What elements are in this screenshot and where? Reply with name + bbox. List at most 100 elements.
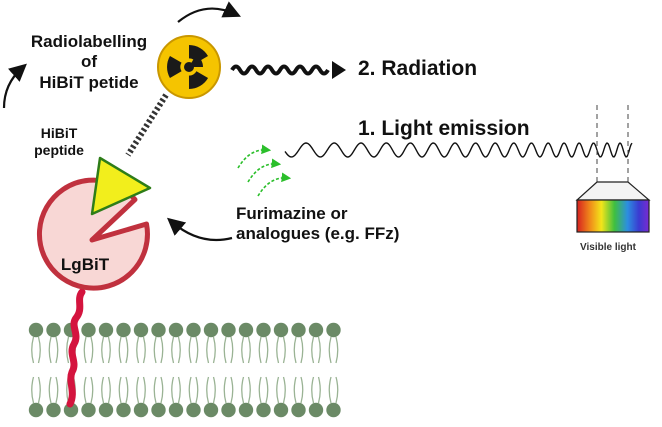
lipid-head bbox=[116, 402, 131, 418]
radiolabelling-line3: HiBiT petide bbox=[39, 72, 139, 92]
lipid-tail bbox=[160, 336, 164, 364]
lipid-head bbox=[256, 322, 271, 338]
lipid-head bbox=[28, 402, 44, 418]
lipid-head bbox=[291, 402, 306, 418]
lipid-head bbox=[63, 402, 79, 418]
lipid-tail bbox=[300, 336, 304, 364]
lipid-head bbox=[133, 402, 149, 418]
lipid-tail bbox=[258, 376, 262, 404]
lipid-head bbox=[203, 322, 219, 338]
light-emission-label: 1. Light emission bbox=[358, 117, 530, 140]
radiation-wave bbox=[230, 64, 330, 76]
arrow-left bbox=[2, 63, 27, 109]
lipid-tail bbox=[265, 336, 269, 364]
lipid-tail bbox=[258, 336, 262, 364]
lipid-tail bbox=[160, 376, 164, 404]
lipid-head bbox=[238, 322, 254, 338]
lipid-head bbox=[326, 322, 341, 338]
lipid-tail bbox=[206, 376, 210, 404]
lipid-tail bbox=[136, 336, 140, 364]
lipid-tail bbox=[177, 376, 181, 404]
lipid-tail bbox=[317, 376, 321, 404]
lipid-tail bbox=[276, 336, 280, 364]
lipid-tail bbox=[153, 336, 157, 364]
lipid-tail bbox=[265, 376, 269, 404]
lipid-head bbox=[203, 402, 219, 418]
lipid-tail bbox=[230, 376, 234, 404]
lipid-tail bbox=[317, 336, 321, 364]
lipid-tail bbox=[31, 336, 35, 364]
lipid-head bbox=[238, 402, 254, 418]
lipid-tail bbox=[282, 376, 286, 404]
lipid-head bbox=[98, 402, 114, 418]
lipid-tail bbox=[241, 376, 245, 404]
lipid-tail bbox=[293, 376, 297, 404]
hibit-line2: peptide bbox=[34, 141, 84, 158]
lipid-tail bbox=[118, 336, 122, 364]
lipid-tail bbox=[83, 376, 87, 404]
lipid-tail bbox=[125, 376, 129, 404]
lipid-head bbox=[81, 322, 96, 338]
light-wave bbox=[284, 142, 633, 158]
lipid-tail bbox=[90, 376, 94, 404]
lipid-head bbox=[186, 402, 201, 418]
lipid-tail bbox=[300, 376, 304, 404]
furimazine-line2: analogues (e.g. FFz) bbox=[236, 224, 400, 244]
lipid-tail bbox=[212, 376, 216, 404]
lipid-tail bbox=[335, 336, 339, 364]
lipid-head bbox=[151, 322, 166, 338]
lipid-tail bbox=[195, 336, 199, 364]
lipid-head bbox=[273, 402, 289, 418]
lipid-head bbox=[46, 402, 61, 418]
lipid-tail bbox=[31, 376, 35, 404]
lipid-head bbox=[133, 322, 149, 338]
lipid-tail bbox=[247, 376, 251, 404]
lipid-head bbox=[326, 402, 341, 418]
lipid-tail bbox=[37, 376, 41, 404]
lipid-tail bbox=[101, 336, 105, 364]
lipid-tail bbox=[55, 336, 59, 364]
lipid-tail bbox=[276, 376, 280, 404]
lipid-tail bbox=[223, 376, 227, 404]
lipid-head bbox=[308, 322, 324, 338]
lipid-tail bbox=[83, 336, 87, 364]
lipid-tail bbox=[223, 336, 227, 364]
lipid-head bbox=[186, 322, 201, 338]
lipid-tail bbox=[311, 336, 315, 364]
lipid-tail bbox=[206, 336, 210, 364]
lipid-tail bbox=[177, 336, 181, 364]
substrate-glow-icon bbox=[237, 144, 292, 197]
lipid-head bbox=[116, 322, 131, 338]
lipid-tail bbox=[171, 336, 175, 364]
lipid-head bbox=[81, 402, 96, 418]
hibit-line1: HiBiT bbox=[40, 125, 78, 141]
lipid-head bbox=[273, 322, 289, 338]
lipid-tail bbox=[48, 376, 52, 404]
radiation-icon bbox=[157, 35, 221, 99]
spectrum-icon bbox=[575, 105, 651, 233]
radiation-arrowhead bbox=[332, 61, 346, 79]
lipid-head bbox=[308, 402, 324, 418]
lipid-head bbox=[168, 402, 184, 418]
hibit-label: HiBiT peptide bbox=[32, 125, 86, 159]
furimazine-label: Furimazine or analogues (e.g. FFz) bbox=[236, 204, 399, 245]
lipid-tail bbox=[55, 376, 59, 404]
lipid-tail bbox=[195, 376, 199, 404]
arrow-top bbox=[177, 1, 241, 23]
lipid-tail bbox=[142, 376, 146, 404]
lipid-tail bbox=[90, 336, 94, 364]
lipid-head bbox=[151, 402, 166, 418]
lipid-tail bbox=[328, 376, 332, 404]
lipid-tail bbox=[171, 376, 175, 404]
lipid-tail bbox=[136, 376, 140, 404]
lipid-tail bbox=[311, 376, 315, 404]
lipid-tail bbox=[107, 376, 111, 404]
lipid-head bbox=[46, 322, 61, 338]
radiolabelling-line2: of bbox=[80, 52, 98, 72]
lipid-tail bbox=[328, 336, 332, 364]
radiolabel-connector bbox=[125, 93, 169, 157]
lipid-tail bbox=[212, 336, 216, 364]
lipid-tail bbox=[247, 336, 251, 364]
lipid-tail bbox=[153, 376, 157, 404]
